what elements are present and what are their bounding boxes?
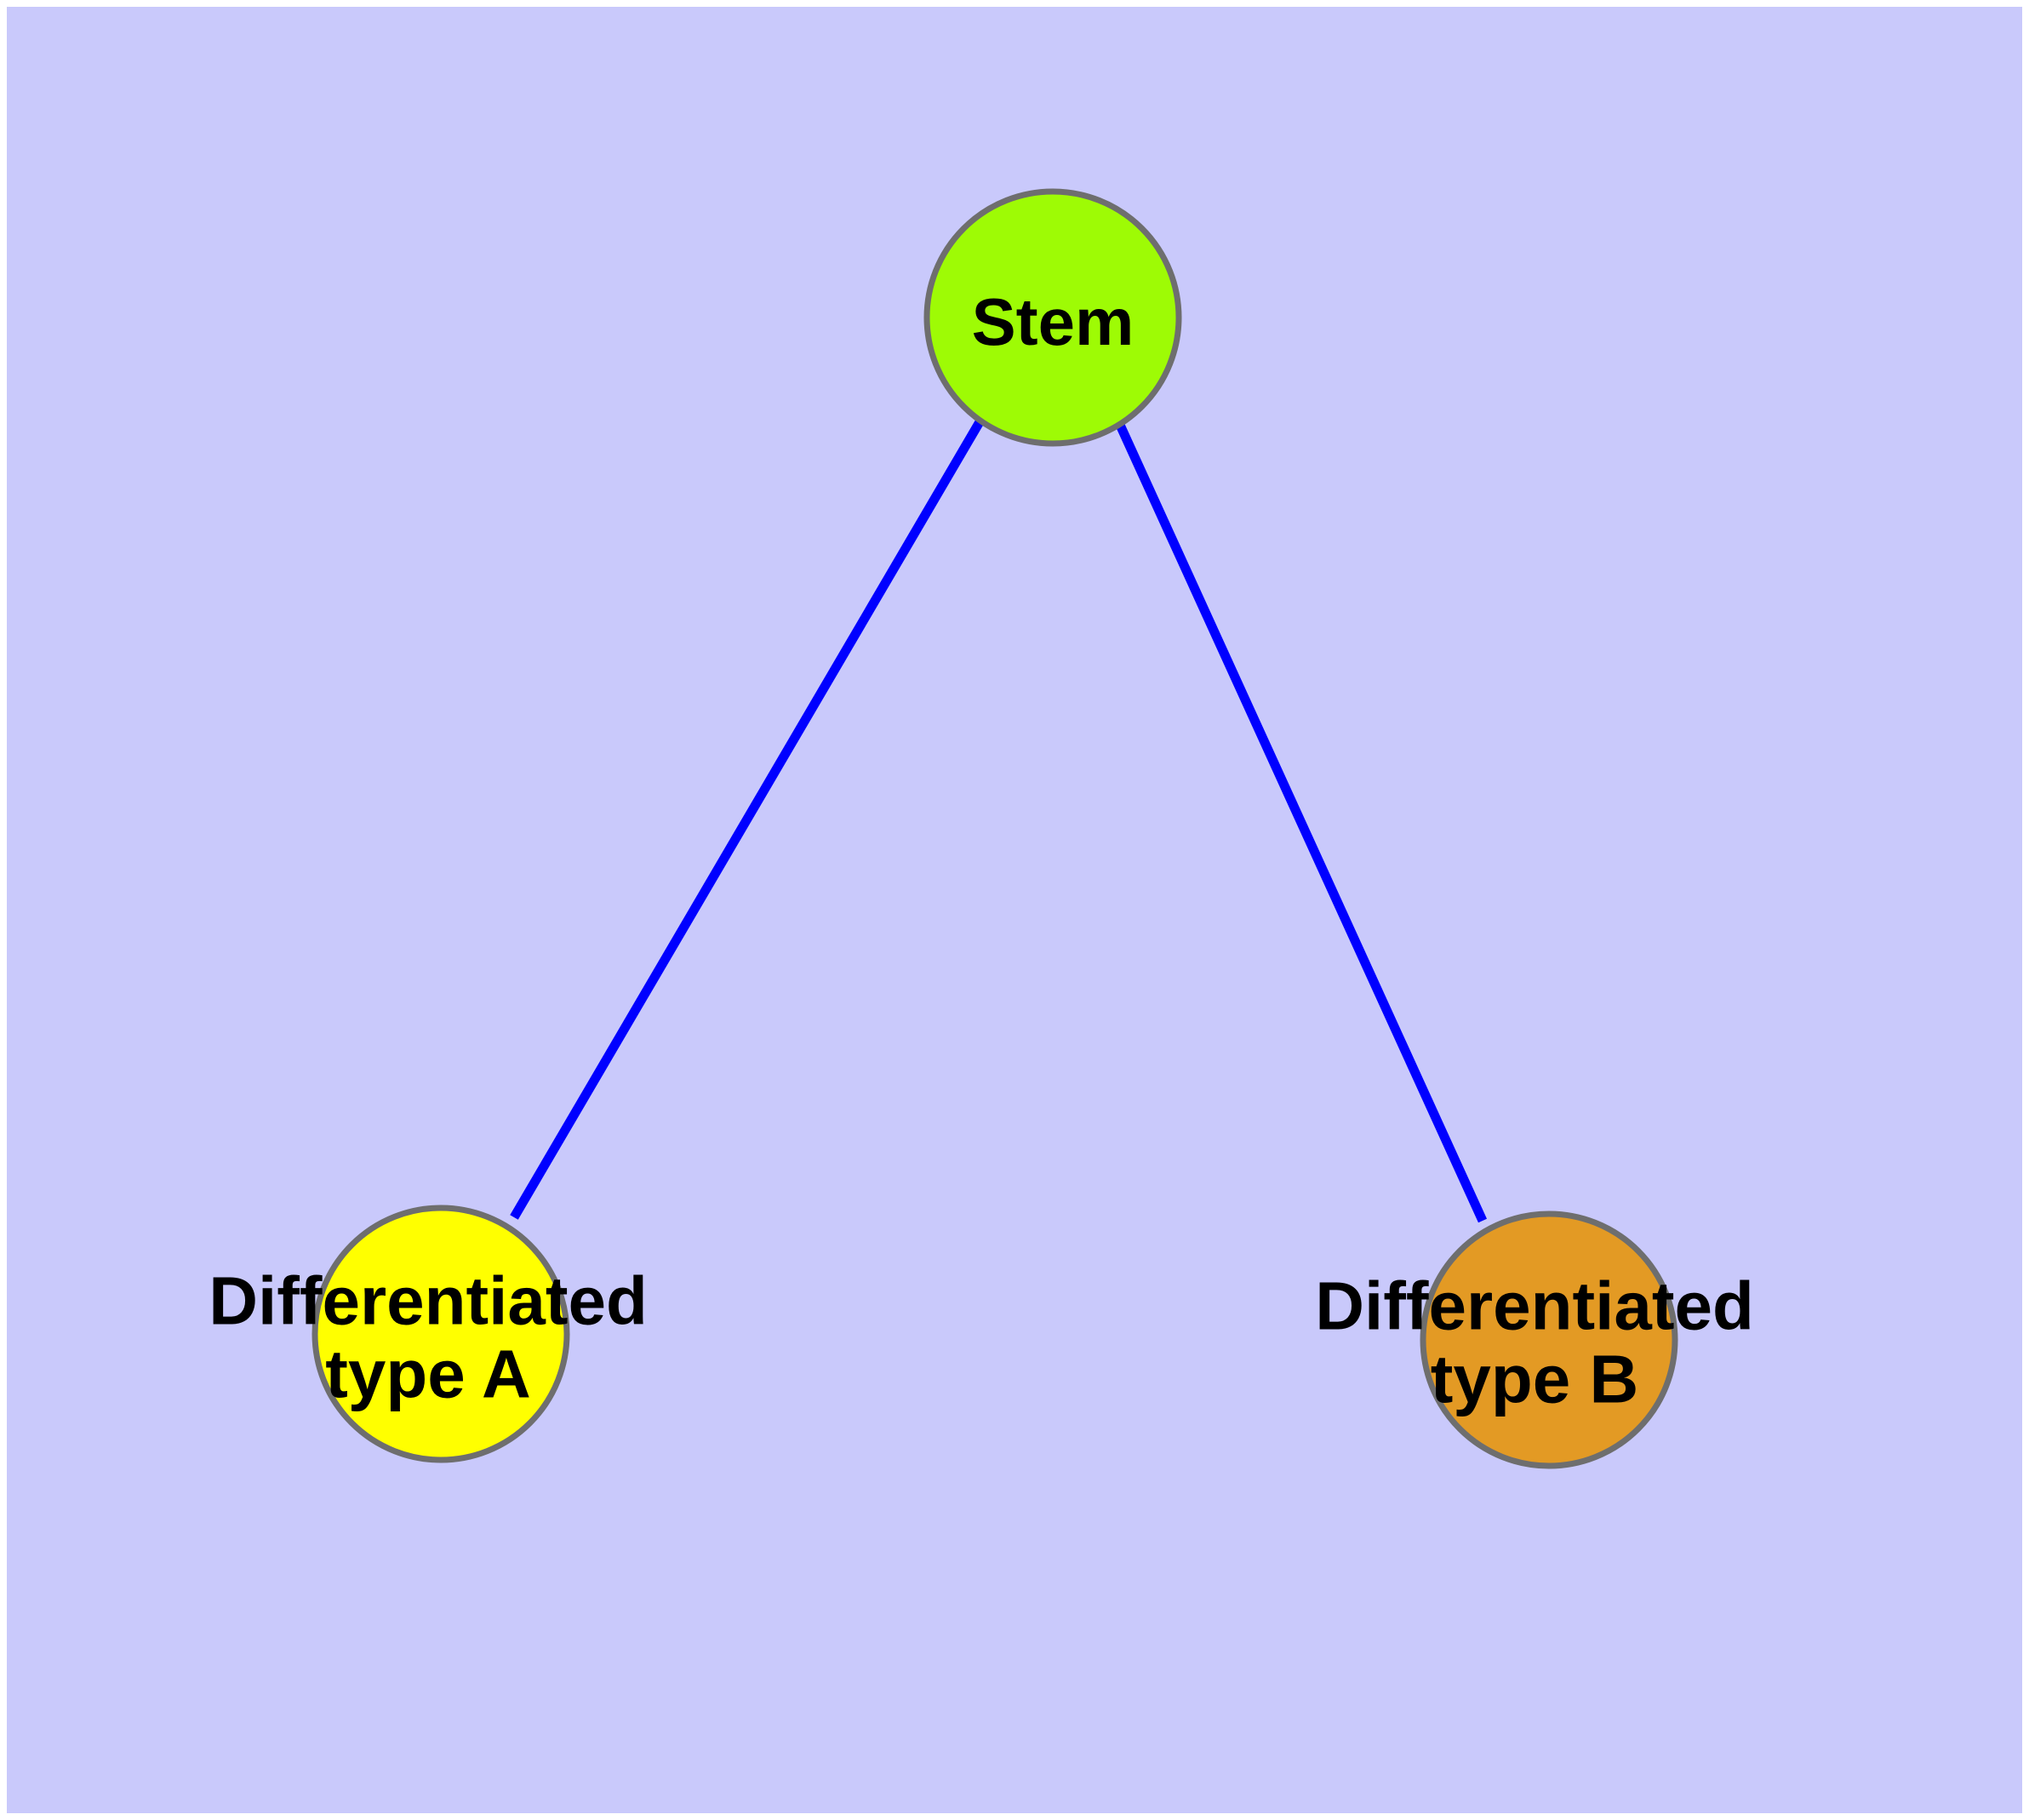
graph-edge-stem-diff_b[interactable] (1114, 421, 1488, 1223)
graph-node-diff_a[interactable] (311, 1205, 570, 1463)
graph-node-diff_b[interactable] (1420, 1210, 1678, 1469)
graph-edge-stem-diff_a[interactable] (510, 418, 985, 1220)
node-layer (311, 188, 1678, 1469)
edge-layer (510, 418, 1488, 1223)
graph-node-stem[interactable] (923, 188, 1182, 447)
